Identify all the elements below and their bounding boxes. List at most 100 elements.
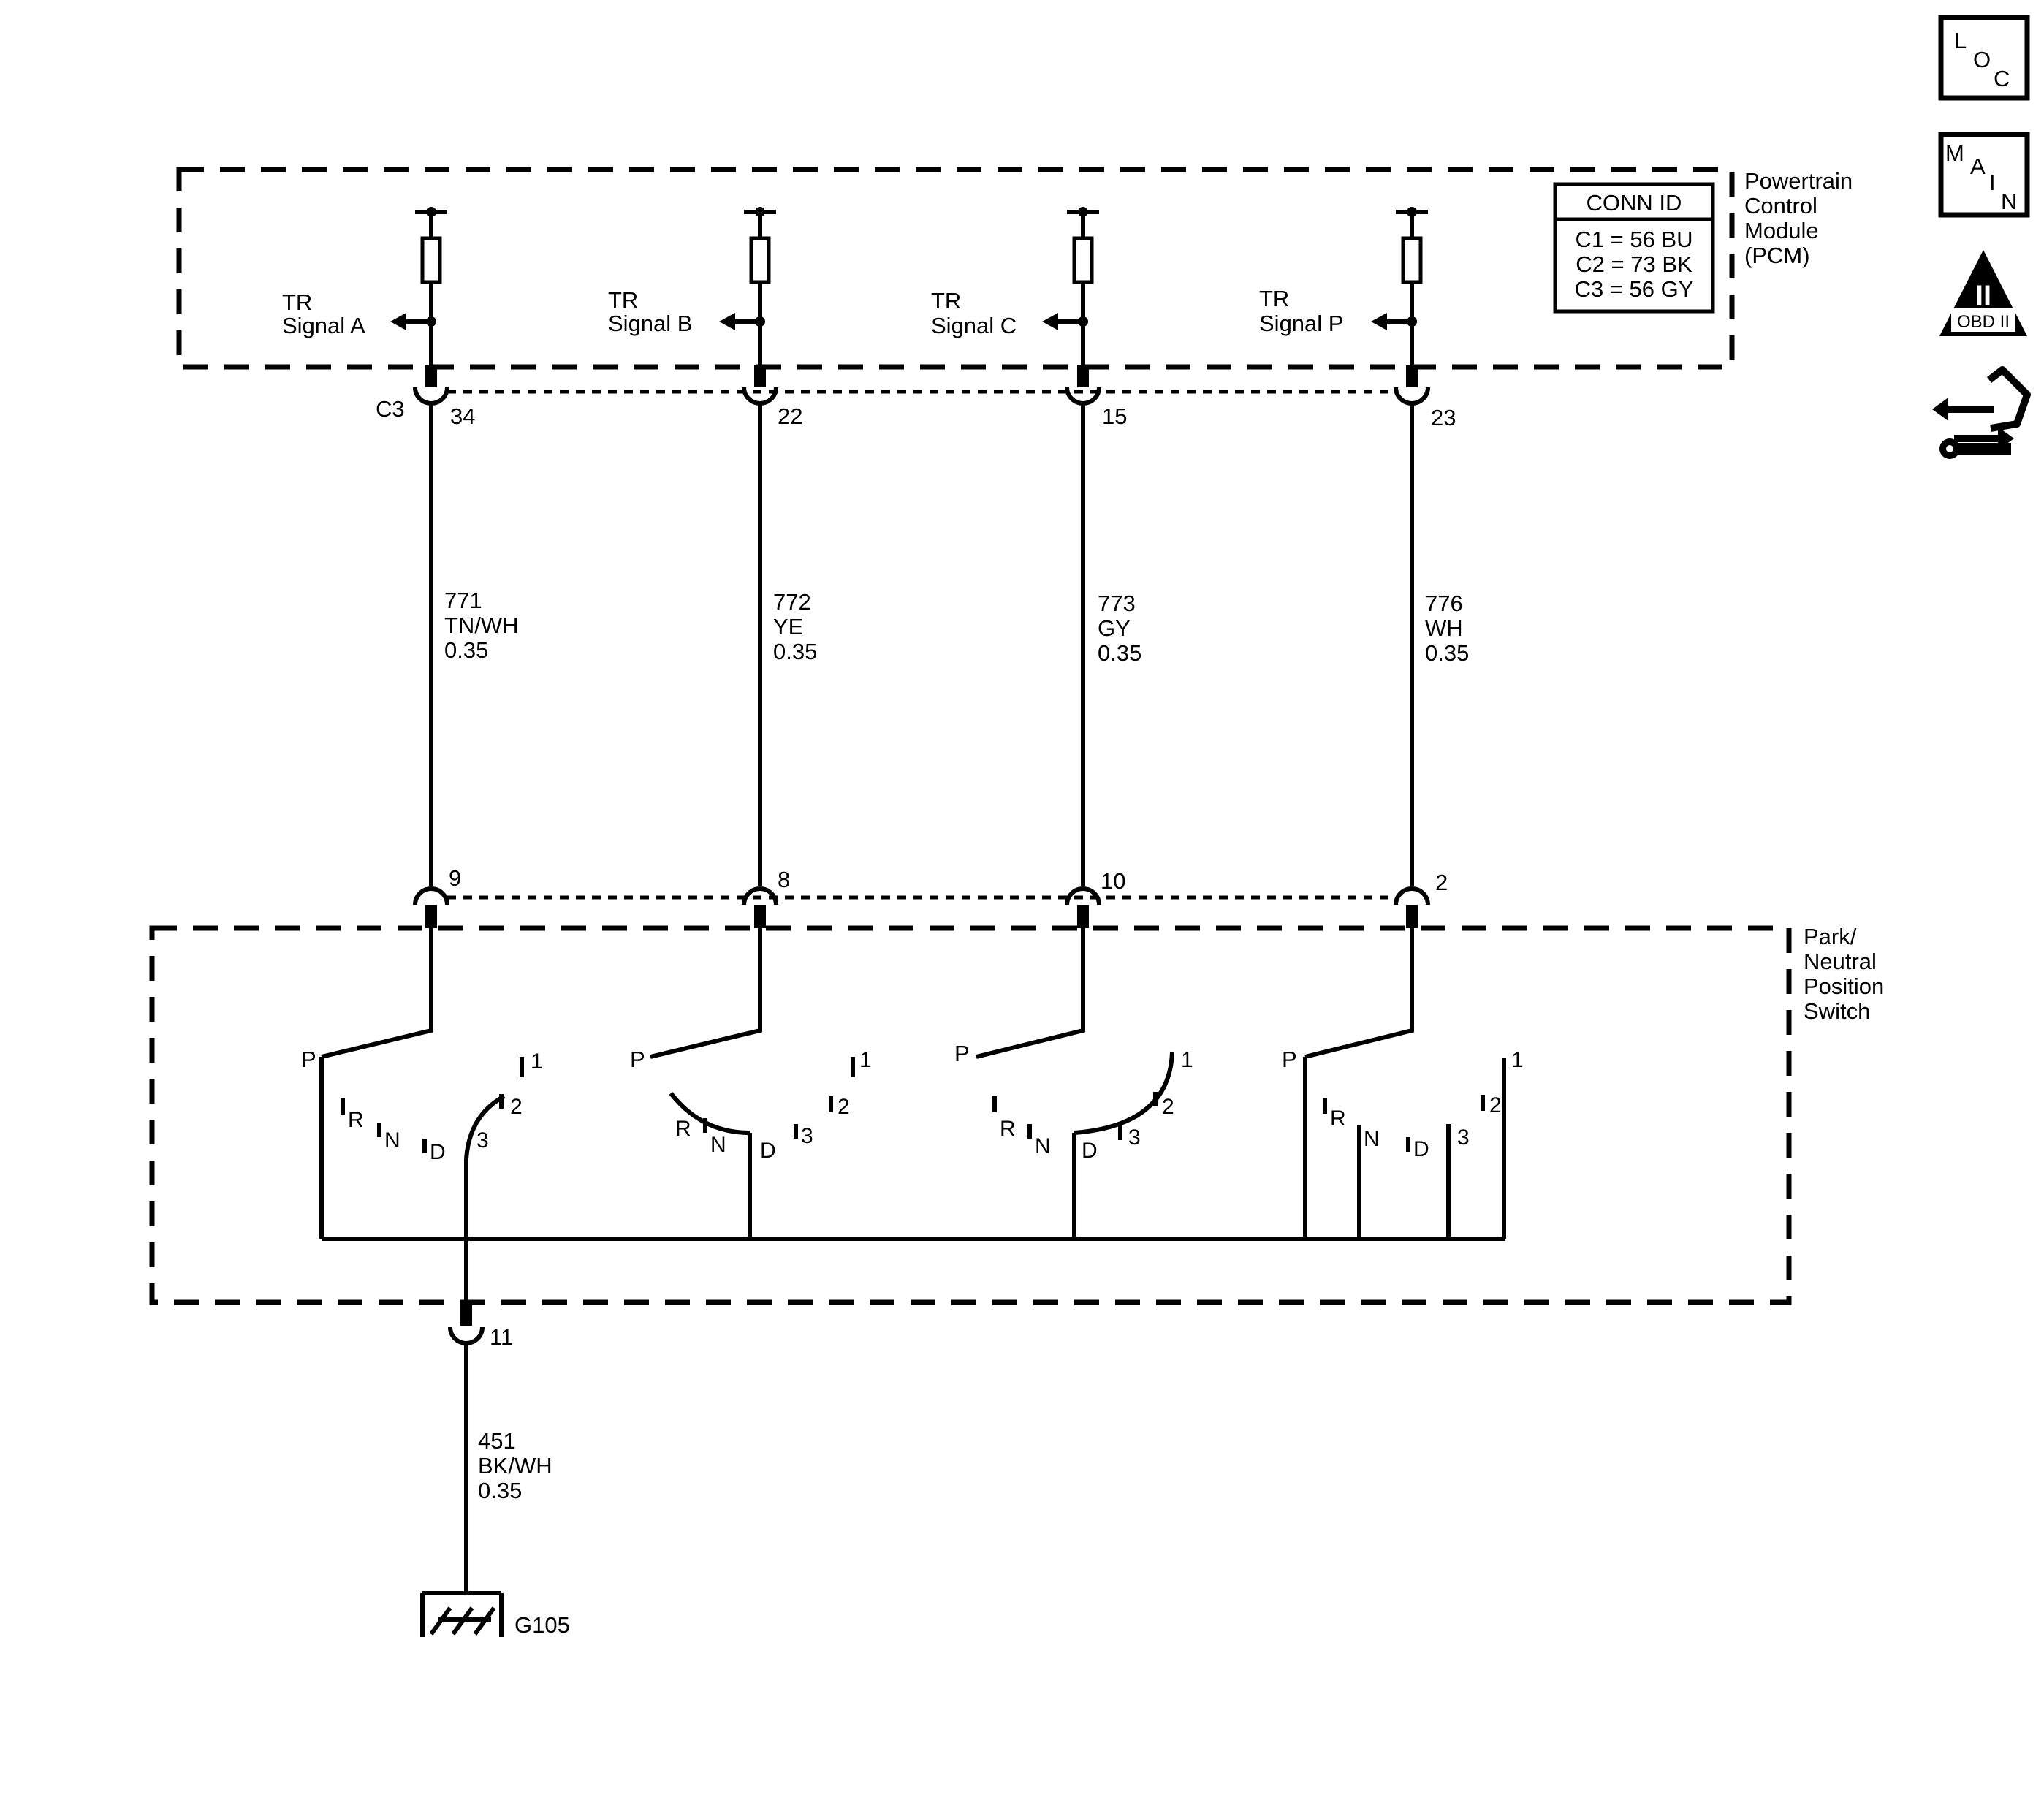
switch-section-b: P R N D 3 2 1 bbox=[630, 928, 872, 1239]
signal-label: TR bbox=[1259, 286, 1289, 311]
pcm-signal-c: TR Signal C bbox=[931, 207, 1099, 365]
pcm-boundary bbox=[176, 167, 1735, 370]
wire-gauge: 0.35 bbox=[444, 637, 488, 663]
main-icon-letter: N bbox=[2001, 189, 2017, 214]
switch-label-line: Position bbox=[1804, 973, 1884, 999]
conn-id-row: C2 = 73 BK bbox=[1576, 251, 1692, 277]
switch-position-label: 1 bbox=[531, 1049, 543, 1074]
switch-position-label: D bbox=[430, 1140, 446, 1164]
switch-position-label: 1 bbox=[859, 1048, 872, 1072]
pcm-label-line: Module bbox=[1744, 218, 1819, 243]
switch-position-label: P bbox=[1282, 1047, 1297, 1072]
wire-color: YE bbox=[773, 614, 803, 639]
switch-position-label: 2 bbox=[1489, 1093, 1502, 1117]
switch-label-line: Neutral bbox=[1804, 949, 1877, 974]
signal-label: TR bbox=[608, 287, 638, 313]
obd-label: OBD II bbox=[1957, 312, 2010, 332]
pin-number: 9 bbox=[449, 865, 461, 891]
switch-position-label: 3 bbox=[1457, 1125, 1470, 1150]
switch-label-line: Park/ bbox=[1804, 924, 1857, 949]
pin-number: 2 bbox=[1435, 870, 1448, 895]
signal-label: Signal B bbox=[608, 311, 692, 336]
switch-position-label: 3 bbox=[1128, 1125, 1141, 1150]
obd-numeral: II bbox=[1975, 280, 1991, 312]
pcm-label-line: Control bbox=[1744, 193, 1817, 219]
switch-position-label: 1 bbox=[1181, 1048, 1193, 1072]
signal-label: Signal A bbox=[282, 313, 365, 338]
switch-position-label: N bbox=[384, 1128, 400, 1153]
wire-circuit: 772 bbox=[773, 589, 811, 615]
switch-position-label: D bbox=[1082, 1139, 1098, 1163]
switch-position-label: 2 bbox=[1162, 1095, 1174, 1119]
wire-gauge: 0.35 bbox=[1425, 640, 1469, 666]
wire-771: 771 TN/WH 0.35 bbox=[429, 403, 519, 886]
loc-icon-letter: O bbox=[1973, 47, 1991, 72]
switch-boundary bbox=[149, 925, 1792, 1305]
pcm-signal-b: TR Signal B bbox=[608, 207, 776, 365]
pin-number: 23 bbox=[1431, 405, 1456, 430]
wire-776: 776 WH 0.35 bbox=[1410, 403, 1469, 886]
obd-ii-icon[interactable]: II OBD II bbox=[1939, 250, 2027, 336]
ground-circuit: 11 451 BK/WH 0.35 bbox=[448, 1239, 552, 1593]
wire-772: 772 YE 0.35 bbox=[758, 403, 817, 886]
signal-label: TR bbox=[282, 289, 312, 315]
ground-label: G105 bbox=[514, 1612, 570, 1638]
ground-symbol-g105: G105 bbox=[420, 1591, 570, 1638]
wire-color: GY bbox=[1098, 615, 1131, 641]
switch-section-c: P R N D 3 2 1 bbox=[954, 928, 1193, 1239]
conn-id-table: CONN ID C1 = 56 BU C2 = 73 BK C3 = 56 GY bbox=[1553, 182, 1715, 314]
loc-icon-letter: C bbox=[1994, 66, 2010, 91]
pcm-label: Powertrain Control Module (PCM) bbox=[1744, 168, 1853, 268]
switch-position-label: 3 bbox=[476, 1128, 489, 1153]
signal-label: Signal P bbox=[1259, 311, 1343, 336]
pcm-signal-a: TR Signal A bbox=[282, 207, 447, 365]
switch-position-label: 2 bbox=[510, 1095, 523, 1119]
wire-color: WH bbox=[1425, 615, 1463, 641]
switch-position-label: D bbox=[760, 1139, 776, 1163]
pcm-connector-c3: C3 34 22 15 23 bbox=[376, 365, 1456, 430]
wire-gauge: 0.35 bbox=[1098, 640, 1141, 666]
pin-number: 15 bbox=[1102, 403, 1127, 429]
signal-label: Signal C bbox=[931, 313, 1017, 338]
loc-icon-letter: L bbox=[1954, 28, 1967, 53]
loc-icon[interactable]: L O C bbox=[1938, 15, 2030, 101]
pin-number: 22 bbox=[778, 403, 802, 429]
switch-position-label: 1 bbox=[1511, 1048, 1524, 1072]
pcm-label-line: (PCM) bbox=[1744, 243, 1810, 268]
switch-position-label: N bbox=[1364, 1127, 1380, 1151]
pin-number: 10 bbox=[1101, 868, 1125, 894]
conn-id-row: C1 = 56 BU bbox=[1575, 227, 1692, 252]
connector-wrench-icon[interactable] bbox=[1932, 366, 2031, 459]
wire-gauge: 0.35 bbox=[478, 1478, 522, 1503]
switch-position-label: D bbox=[1413, 1137, 1429, 1161]
conn-id-title: CONN ID bbox=[1587, 190, 1682, 216]
main-icon[interactable]: M A I N bbox=[1938, 132, 2030, 218]
main-icon-letter: I bbox=[1989, 170, 1996, 195]
wire-color: BK/WH bbox=[478, 1453, 552, 1478]
switch-position-label: R bbox=[348, 1108, 364, 1132]
conn-id-row: C3 = 56 GY bbox=[1575, 276, 1694, 302]
switch-label: Park/ Neutral Position Switch bbox=[1804, 924, 1884, 1024]
wire-circuit: 773 bbox=[1098, 591, 1136, 616]
switch-section-p: P R N D 3 2 1 bbox=[1282, 928, 1524, 1239]
signal-label: TR bbox=[931, 288, 961, 314]
switch-position-label: 3 bbox=[801, 1124, 813, 1148]
wire-circuit: 771 bbox=[444, 588, 482, 613]
switch-position-label: 2 bbox=[837, 1095, 850, 1119]
main-icon-letter: M bbox=[1945, 140, 1964, 166]
switch-position-label: P bbox=[301, 1047, 316, 1072]
switch-position-label: P bbox=[954, 1041, 970, 1066]
pin-number: 11 bbox=[490, 1324, 513, 1350]
pin-number: 8 bbox=[778, 867, 790, 892]
switch-label-line: Switch bbox=[1804, 998, 1870, 1024]
switch-position-label: N bbox=[710, 1133, 726, 1157]
main-icon-letter: A bbox=[1970, 153, 1986, 179]
pcm-signal-p: TR Signal P bbox=[1259, 207, 1428, 365]
wire-773: 773 GY 0.35 bbox=[1081, 403, 1141, 886]
switch-position-label: N bbox=[1035, 1134, 1051, 1158]
connector-label: C3 bbox=[376, 396, 405, 422]
switch-position-label: R bbox=[675, 1117, 691, 1141]
switch-connector: 9 8 10 2 bbox=[413, 865, 1448, 928]
switch-position-label: P bbox=[630, 1047, 645, 1072]
